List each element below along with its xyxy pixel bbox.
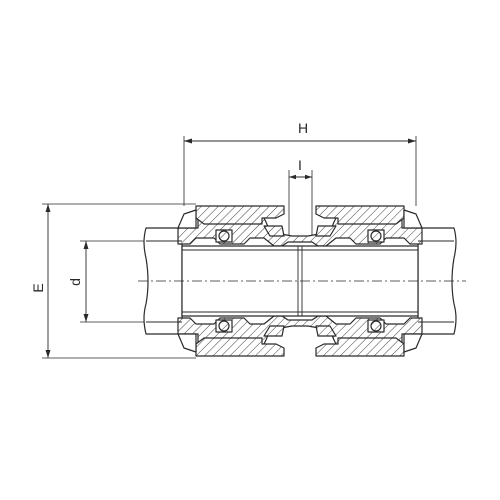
clamp-ring-upper-left [263,225,285,237]
dimension-d-label: d [67,278,83,286]
dimension-h-arrow-left [184,138,192,144]
pipe-right-outline [417,227,457,335]
dimension-h-label: H [298,120,308,136]
dimension-d-arrow-top [83,241,89,249]
body-shoulder-lower-left [177,333,197,353]
dimension-i-arrow-left [289,174,296,180]
dimension-e: E [30,203,196,359]
dimension-i-arrow-right [305,174,312,180]
o-rings [215,229,385,333]
o-ring-lower-right [370,320,382,332]
dimension-h: H [183,120,417,206]
fitting-body [143,205,457,357]
body-shoulder-upper-right [403,209,423,229]
nut-lower-right [315,337,405,357]
dimension-d-arrow-bottom [83,314,89,322]
clamp-ring-upper-right [315,225,337,237]
dimension-e-arrow-top [45,204,51,212]
nut-upper-left [195,205,285,225]
o-ring-lower-left [218,320,230,332]
body-shoulder-lower-right [403,333,423,353]
clamp-ring-lower-right [315,325,337,337]
dimension-d: d [67,240,150,323]
dimension-i: I [288,157,313,236]
o-ring-upper-left [218,230,230,242]
dimension-e-arrow-bottom [45,350,51,358]
dimension-e-label: E [30,283,46,292]
nut-lower-left [195,337,285,357]
body-shoulder-upper-left [177,209,197,229]
nut-upper-right [315,205,405,225]
dimension-h-arrow-right [408,138,416,144]
dimension-i-label: I [298,157,302,173]
clamp-ring-lower-left [263,325,285,337]
o-ring-upper-right [370,230,382,242]
